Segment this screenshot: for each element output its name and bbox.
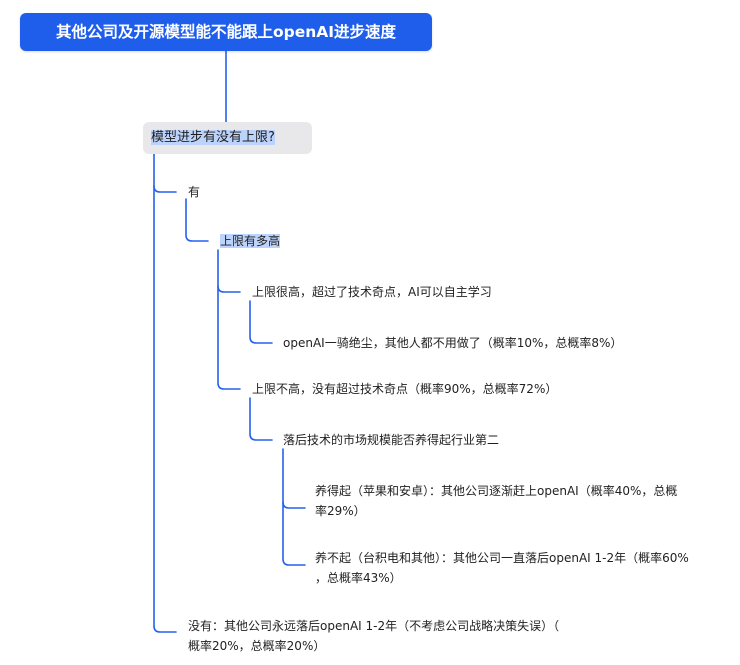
node-limit-low[interactable]: 上限不高，没有超过技术奇点（概率90%，总概率72%） (252, 382, 558, 396)
node-unaffordable[interactable]: 养不起（台积电和其他）：其他公司一直落后openAI 1-2年（概率60% ，总… (315, 548, 689, 588)
connector-limit-low (217, 285, 241, 390)
node-limit-how-high[interactable]: 上限有多高 (220, 231, 281, 251)
node-no-line1: 没有：其他公司永远落后openAI 1-2年（不考虑公司战略决策失误）（ (188, 619, 560, 633)
node-no-line2: 概率20%，总概率20%） (188, 639, 326, 653)
node-limit-high[interactable]: 上限很高，超过了技术奇点，AI可以自主学习 (252, 285, 492, 299)
connector-high-outcome (249, 300, 273, 344)
topic-label: 模型进步有没有上限? (151, 130, 275, 145)
connector-low-question (249, 397, 273, 441)
connector-question-yes (282, 448, 306, 509)
node-unaffordable-line1: 养不起（台积电和其他）：其他公司一直落后openAI 1-2年（概率60% (315, 551, 689, 565)
topic-node[interactable]: 模型进步有没有上限? (143, 122, 312, 154)
node-unaffordable-line2: ，总概率43%） (315, 571, 402, 585)
node-limit-how-high-label: 上限有多高 (220, 234, 281, 248)
connector-question-no (282, 501, 306, 566)
connector-topic-no (153, 185, 177, 633)
node-no[interactable]: 没有：其他公司永远落后openAI 1-2年（不考虑公司战略决策失误）（ 概率2… (188, 616, 559, 656)
connector-yes-limit (185, 198, 209, 242)
connector-topic-yes (153, 153, 177, 193)
root-node[interactable]: 其他公司及开源模型能不能跟上openAI进步速度 (20, 13, 432, 51)
node-market-question[interactable]: 落后技术的市场规模能否养得起行业第二 (283, 433, 500, 447)
node-affordable[interactable]: 养得起（苹果和安卓）：其他公司逐渐赶上openAI（概率40%，总概 率29%） (315, 481, 677, 521)
node-yes[interactable]: 有 (188, 185, 201, 199)
connector-limit-high (217, 249, 241, 293)
node-affordable-line1: 养得起（苹果和安卓）：其他公司逐渐赶上openAI（概率40%，总概 (315, 484, 678, 498)
node-affordable-line2: 率29%） (315, 504, 366, 518)
node-openai-leads[interactable]: openAI一骑绝尘，其他人都不用做了（概率10%，总概率8%） (283, 336, 623, 350)
